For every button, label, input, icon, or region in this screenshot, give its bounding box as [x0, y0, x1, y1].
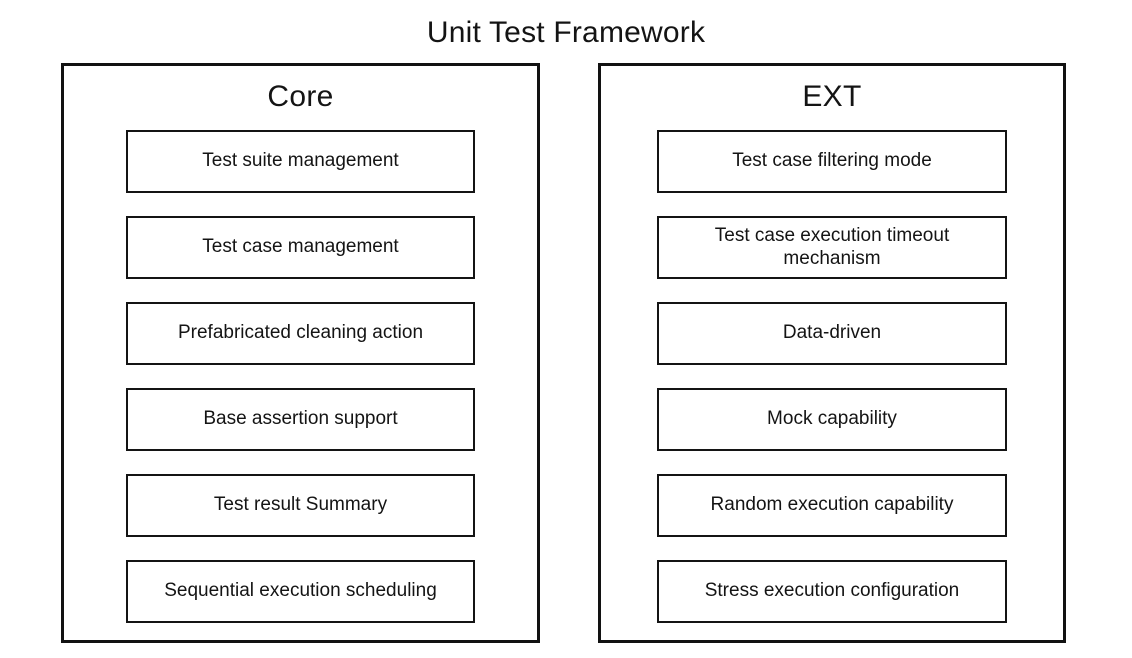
core-panel-title: Core — [267, 80, 334, 113]
feature-box-prefabricated-cleaning-action: Prefabricated cleaning action — [126, 302, 475, 365]
feature-box-test-case-execution-timeout-mechanism: Test case execution timeout mechanism — [657, 216, 1007, 279]
core-panel-items: Test suite management Test case manageme… — [64, 130, 537, 623]
feature-box-random-execution-capability: Random execution capability — [657, 474, 1007, 537]
feature-box-test-suite-management: Test suite management — [126, 130, 475, 193]
feature-label: Prefabricated cleaning action — [177, 322, 424, 344]
ext-panel-title: EXT — [802, 80, 862, 113]
feature-label: Data-driven — [782, 322, 882, 344]
ext-panel-items: Test case filtering mode Test case execu… — [601, 130, 1063, 623]
feature-label: Stress execution configuration — [704, 580, 960, 602]
feature-label: Sequential execution scheduling — [164, 580, 437, 602]
feature-label: Test suite management — [202, 150, 399, 172]
feature-label: Test case execution timeout mechanism — [714, 224, 950, 269]
feature-box-base-assertion-support: Base assertion support — [126, 388, 475, 451]
ext-panel: EXT Test case filtering mode Test case e… — [598, 63, 1066, 643]
feature-label: Test result Summary — [213, 494, 388, 516]
feature-box-mock-capability: Mock capability — [657, 388, 1007, 451]
feature-box-test-case-filtering-mode: Test case filtering mode — [657, 130, 1007, 193]
feature-label: Test case management — [202, 236, 399, 258]
feature-label: Test case filtering mode — [732, 150, 932, 172]
feature-box-data-driven: Data-driven — [657, 302, 1007, 365]
feature-box-test-case-management: Test case management — [126, 216, 475, 279]
feature-box-sequential-execution-scheduling: Sequential execution scheduling — [126, 560, 475, 623]
feature-label: Base assertion support — [203, 408, 398, 430]
core-panel: Core Test suite management Test case man… — [61, 63, 540, 643]
feature-box-stress-execution-configuration: Stress execution configuration — [657, 560, 1007, 623]
feature-label: Mock capability — [767, 408, 897, 430]
diagram-title: Unit Test Framework — [426, 16, 706, 49]
feature-box-test-result-summary: Test result Summary — [126, 474, 475, 537]
feature-label: Random execution capability — [710, 494, 954, 516]
